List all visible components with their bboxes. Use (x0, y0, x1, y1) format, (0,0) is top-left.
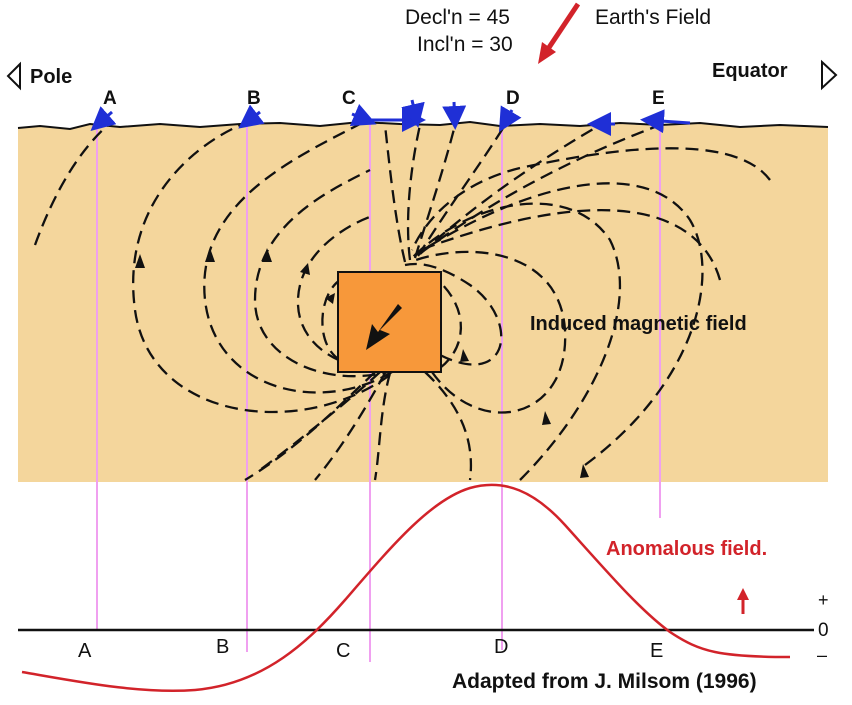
station-e-bottom-label: E (650, 640, 664, 662)
pole-label: Pole (30, 66, 73, 88)
induced-field-label: Induced magnetic field (530, 313, 747, 335)
earth-field-label: Earth's Field (595, 6, 712, 29)
credit-text: Adapted from J. Milsom (1996) (452, 670, 757, 693)
positive-direction-arrow-icon (737, 588, 749, 614)
induced-field-lines (33, 120, 771, 481)
declination-text: Decl'n = 45 (405, 6, 510, 29)
station-a-top-label: A (103, 88, 117, 109)
station-c-top-label: C (342, 88, 356, 109)
earth-field-arrow-icon (538, 2, 581, 64)
magnetisation-arrow-icon (366, 304, 402, 350)
surface-field-arrows (90, 99, 691, 136)
axis-minus-sign: – (817, 645, 828, 665)
equator-arrow-icon (821, 59, 838, 91)
station-a-bottom-label: A (78, 640, 92, 662)
anomalous-field-label: Anomalous field. (606, 538, 768, 560)
equator-label: Equator (712, 60, 788, 82)
station-b-bottom-label: B (216, 636, 230, 658)
station-b-top-label: B (247, 88, 261, 109)
axis-plus-sign: + (818, 590, 829, 610)
station-d-top-label: D (506, 88, 520, 109)
pole-arrow-icon (6, 61, 21, 91)
magnetic-body (337, 271, 442, 373)
field-direction-arrows (135, 248, 589, 478)
anomaly-curve (21, 483, 791, 693)
station-c-bottom-label: C (336, 640, 351, 662)
station-d-bottom-label: D (494, 636, 509, 658)
inclination-text: Incl'n = 30 (417, 33, 513, 56)
station-e-top-label: E (652, 88, 665, 109)
axis-zero-label: 0 (818, 620, 829, 641)
